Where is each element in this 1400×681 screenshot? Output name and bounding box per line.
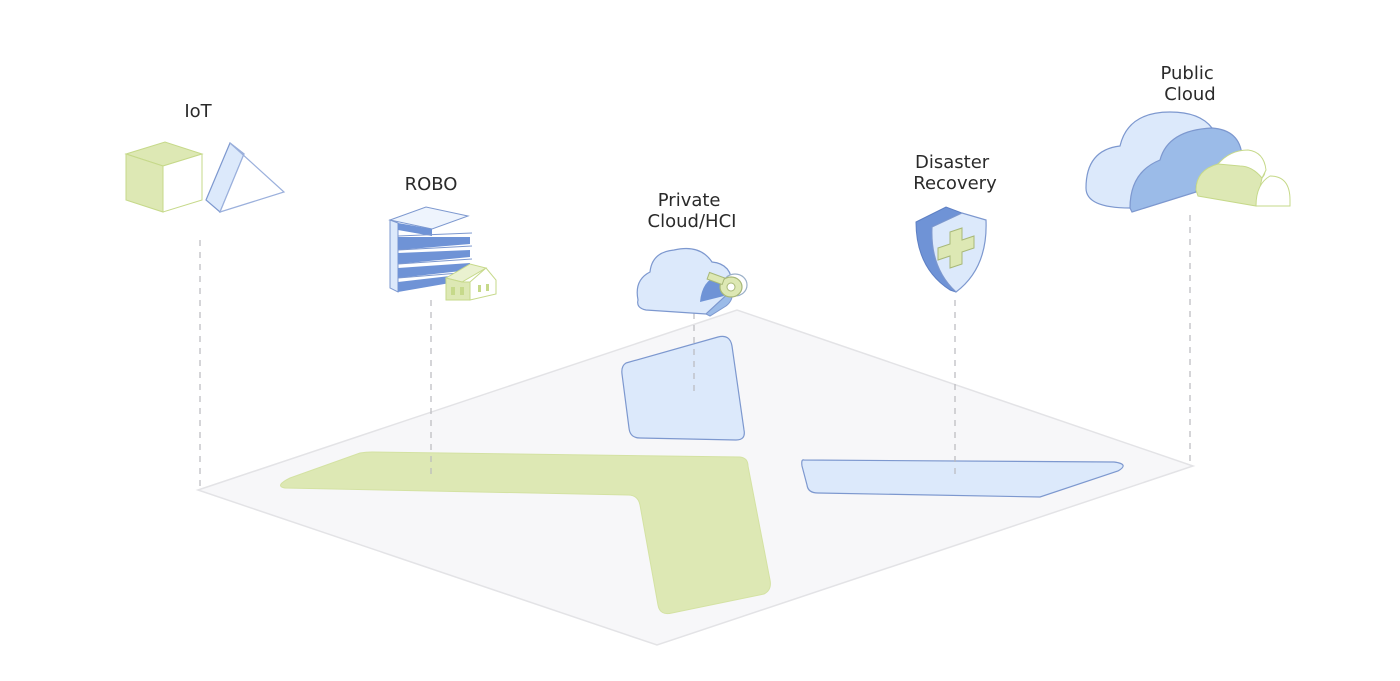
node-disaster-recovery: Disaster Recovery [913, 152, 997, 293]
clouds-icon [1085, 111, 1291, 213]
node-public-cloud: Public Cloud [1085, 63, 1291, 213]
label-public-cloud: Public Cloud [1160, 63, 1219, 105]
office-building-house-icon [388, 206, 497, 301]
platform-x-blue-right [801, 459, 1124, 498]
platform-x-blue-top [621, 335, 745, 441]
node-iot: IoT [124, 101, 286, 213]
platform [195, 309, 1196, 646]
node-robo: ROBO [388, 174, 497, 301]
shield-plus-icon [915, 206, 987, 293]
platform-x-green-chevron [280, 451, 771, 615]
label-private-cloud: Private Cloud/HCI [648, 190, 737, 232]
iot-blocks-icon [124, 141, 286, 213]
node-private-cloud: Private Cloud/HCI [636, 190, 748, 317]
connector-lines [199, 215, 1191, 490]
label-disaster-recovery: Disaster Recovery [913, 152, 997, 194]
label-robo: ROBO [405, 174, 458, 195]
cloud-key-icon [636, 247, 748, 317]
label-iot: IoT [184, 101, 212, 122]
